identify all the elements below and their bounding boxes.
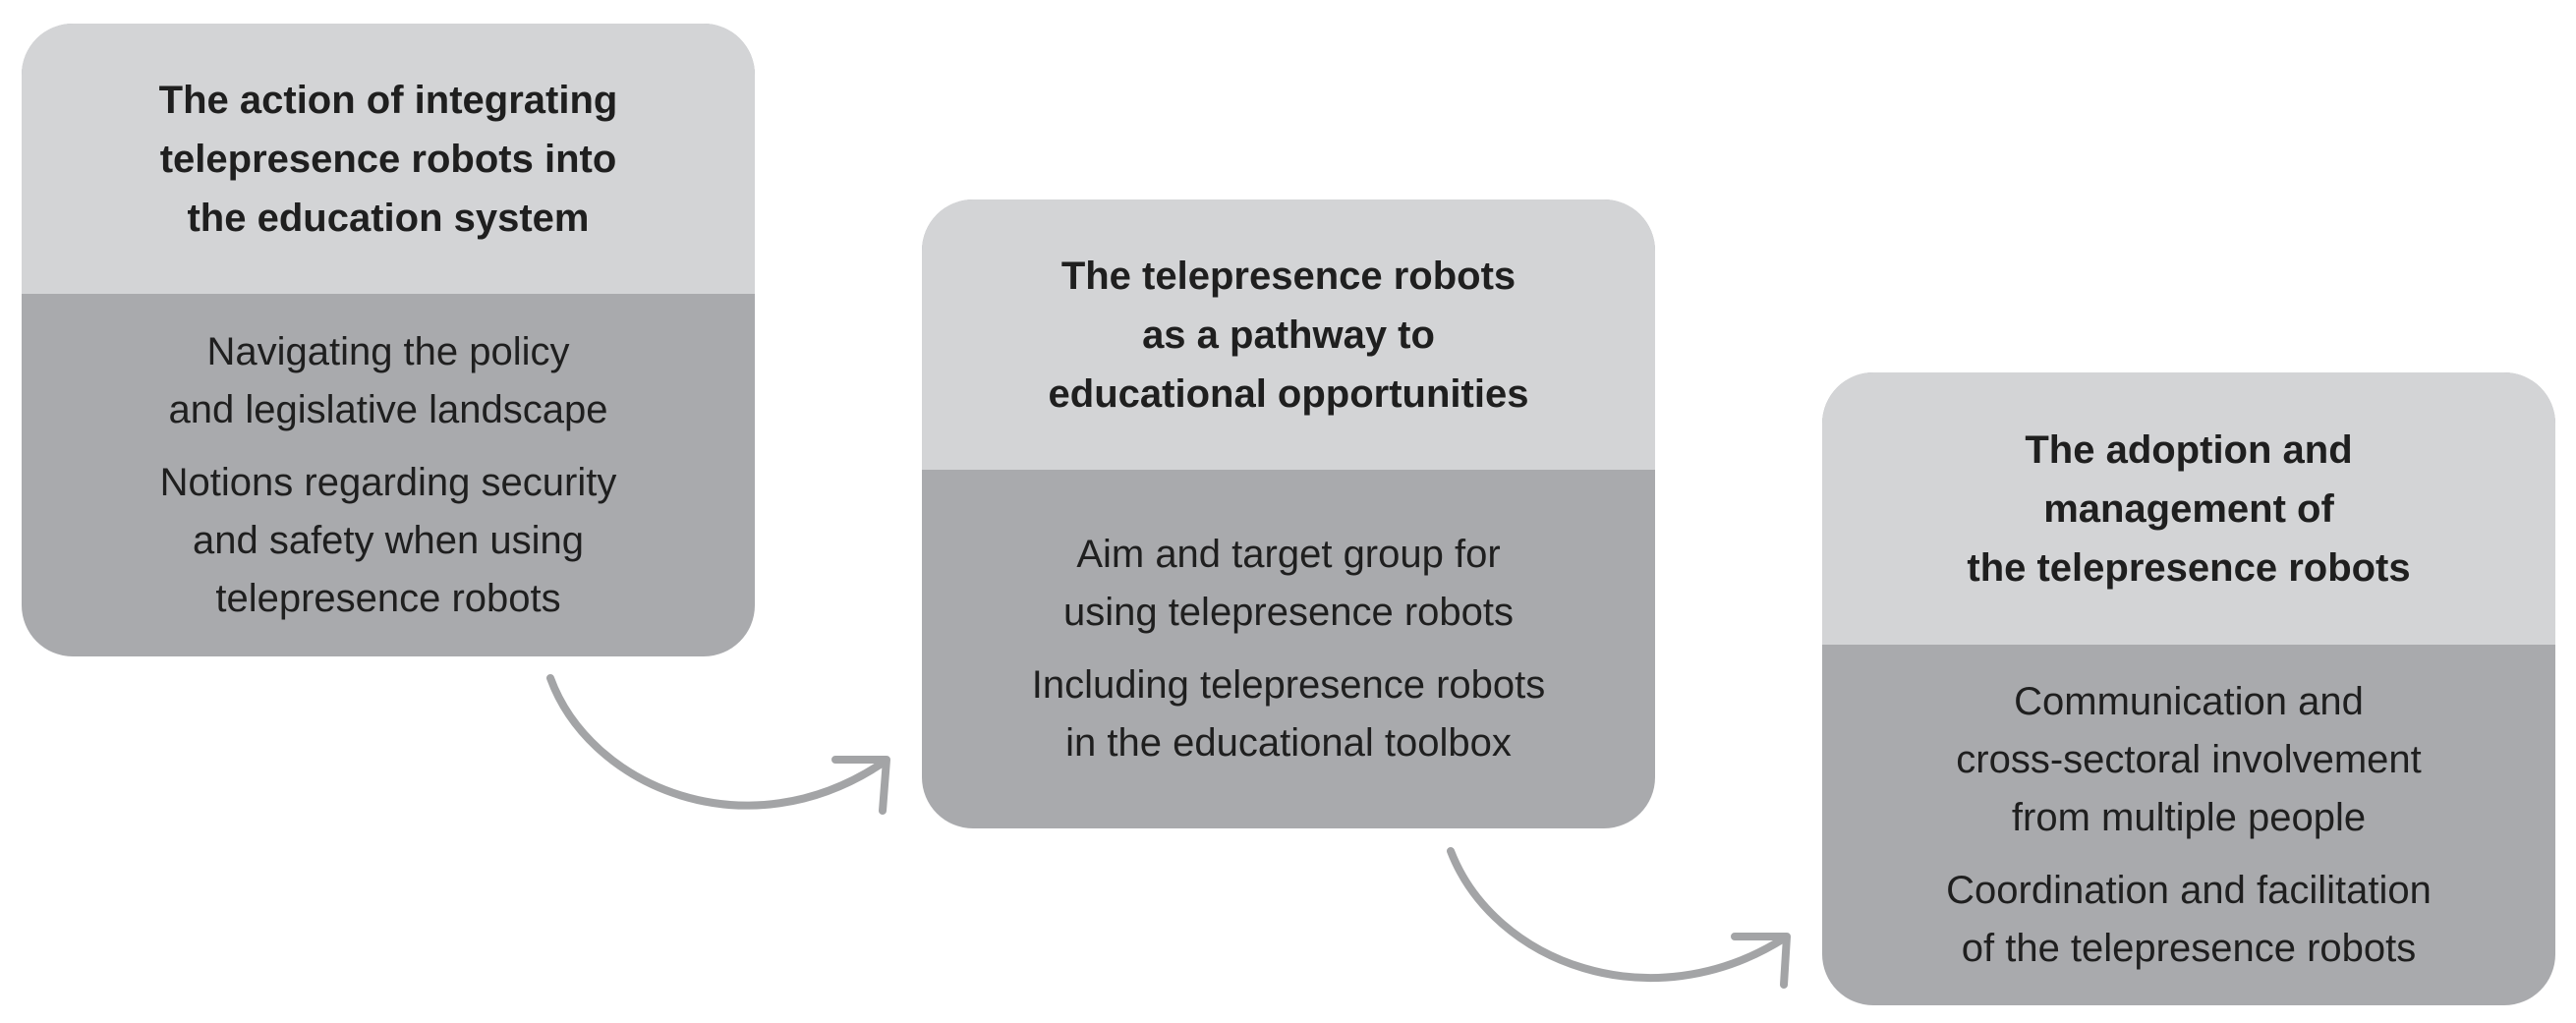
card-item: Coordination and facilitation of the tel… bbox=[1946, 868, 2432, 970]
curved-arrow-icon bbox=[546, 674, 890, 815]
card-item: Navigating the policy and legislative la… bbox=[168, 329, 608, 431]
card-header: The adoption and management of the telep… bbox=[1822, 372, 2555, 645]
card-title: The action of integrating telepresence r… bbox=[158, 78, 618, 240]
stage-card-adoption: The adoption and management of the telep… bbox=[1822, 372, 2555, 1005]
card-title: The adoption and management of the telep… bbox=[1967, 427, 2411, 590]
card-item: Communication and cross-sectoral involve… bbox=[1956, 679, 2422, 839]
card-header: The action of integrating telepresence r… bbox=[22, 24, 755, 294]
card-title: The telepresence robots as a pathway to … bbox=[1048, 254, 1529, 416]
card-item: Aim and target group for using teleprese… bbox=[1062, 533, 1515, 634]
curved-arrow-icon bbox=[1447, 847, 1791, 989]
card-item: Notions regarding security and safety wh… bbox=[159, 460, 617, 620]
card-body: Communication and cross-sectoral involve… bbox=[1822, 645, 2555, 1005]
card-body: Navigating the policy and legislative la… bbox=[22, 294, 755, 656]
card-item: Including telepresence robots in the edu… bbox=[1031, 663, 1546, 765]
card-header: The telepresence robots as a pathway to … bbox=[922, 199, 1655, 470]
card-body: Aim and target group for using teleprese… bbox=[922, 470, 1655, 828]
stage-card-integration: The action of integrating telepresence r… bbox=[22, 24, 755, 656]
stage-card-pathway: The telepresence robots as a pathway to … bbox=[922, 199, 1655, 828]
